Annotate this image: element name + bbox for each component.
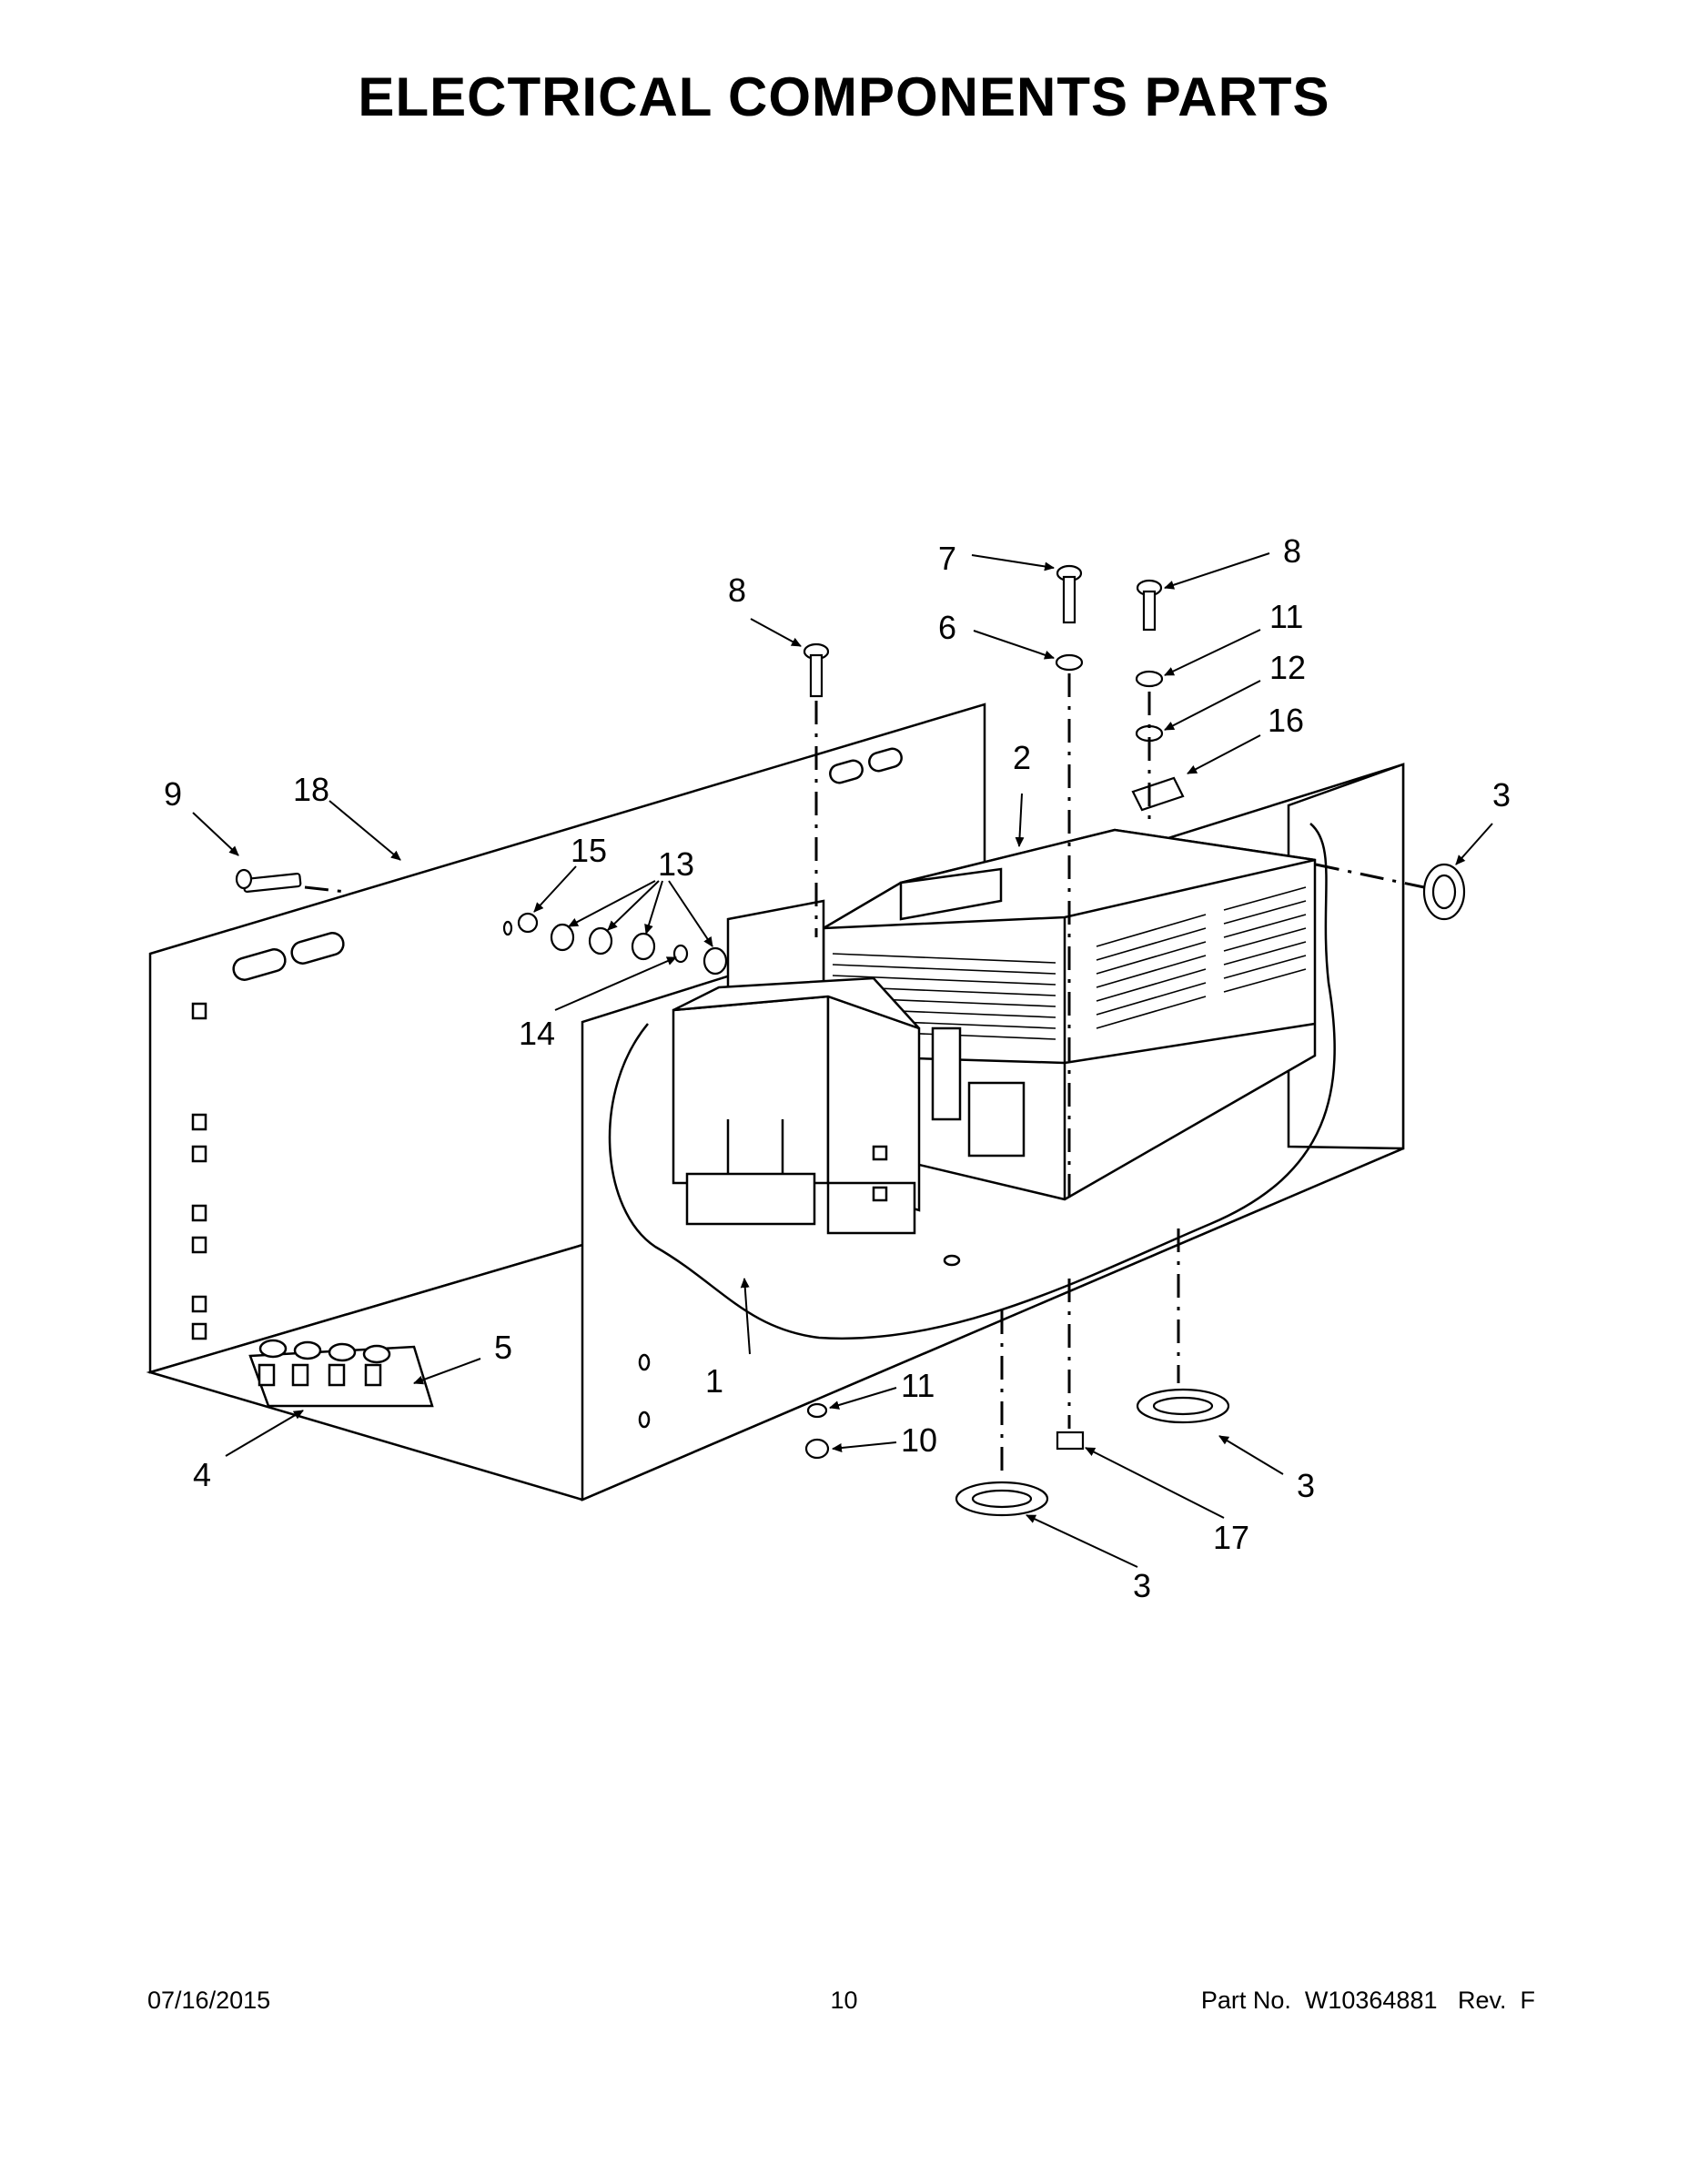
footer-part-number: Part No. W10364881 Rev. F [1200, 1987, 1535, 2014]
leader-lines [192, 552, 1493, 1568]
page-title: ELECTRICAL COMPONENTS PARTS [358, 66, 1330, 127]
footer-date: 07/16/2015 [147, 1987, 271, 2014]
callout-18: 18 [293, 771, 329, 808]
callout-5: 5 [494, 1329, 512, 1366]
callout-11-bottom: 11 [901, 1367, 935, 1404]
fasteners [235, 564, 1466, 1517]
callout-8-left: 8 [728, 571, 746, 609]
footer-page-number: 10 [830, 1987, 858, 2014]
callout-1: 1 [705, 1362, 723, 1400]
terminal-block [248, 1339, 434, 1408]
callout-3-right: 3 [1492, 776, 1511, 814]
wire-harness [608, 823, 1336, 1340]
callout-3-bottom-left: 3 [1133, 1567, 1151, 1604]
callout-8-right: 8 [1283, 532, 1301, 570]
callout-12: 12 [1269, 649, 1306, 686]
callout-9: 9 [164, 775, 182, 813]
contactor [672, 976, 1026, 1235]
callout-10: 10 [901, 1421, 937, 1459]
callout-17: 17 [1213, 1519, 1249, 1556]
callout-14: 14 [519, 1015, 555, 1052]
callout-13: 13 [658, 845, 694, 883]
callout-2: 2 [1013, 739, 1031, 776]
callout-16: 16 [1268, 702, 1304, 739]
callout-4: 4 [193, 1456, 211, 1493]
callout-3-bottom-right: 3 [1297, 1467, 1315, 1504]
callout-11-top: 11 [1269, 598, 1303, 635]
callout-7: 7 [938, 540, 956, 577]
callout-labels: 1 2 3 3 3 4 5 6 7 8 8 9 10 11 11 12 13 1… [164, 532, 1511, 1604]
callout-6: 6 [938, 609, 956, 646]
assembly-lines [304, 673, 1425, 1479]
callout-15: 15 [571, 832, 607, 869]
